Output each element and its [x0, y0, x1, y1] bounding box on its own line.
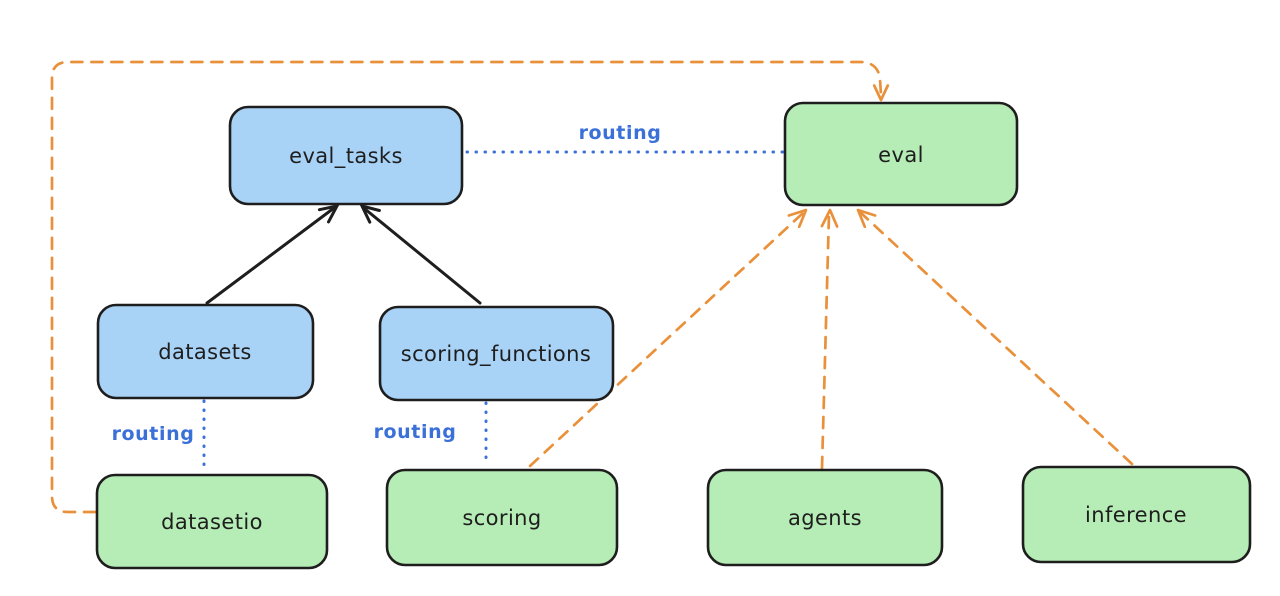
node-agents: agents: [706, 468, 944, 567]
node-inference-box: [1021, 465, 1252, 564]
node-datasetio-box: [95, 473, 329, 570]
node-datasetio: datasetio: [95, 473, 329, 570]
node-eval-tasks-label: eval_tasks: [289, 144, 403, 169]
edge-inference-to-eval: [859, 211, 1134, 466]
arrowhead-agents-eval-icon: [820, 208, 839, 228]
edge-datasetio-to-eval-loop: [50, 60, 883, 514]
node-datasets-label: datasets: [158, 340, 252, 364]
edge-datasets-to-eval-tasks: [205, 206, 336, 305]
node-eval-box: [783, 101, 1019, 207]
arrowhead-inference-eval-icon: [856, 208, 877, 229]
node-eval: eval: [783, 101, 1019, 207]
arrowhead-eval-top-icon: [872, 84, 890, 102]
edge-scoring-to-eval: [528, 211, 805, 468]
node-scoring-functions: scoring_functions: [378, 305, 615, 402]
edge-label-routing-datasets: routing: [112, 423, 195, 445]
node-scoring-label: scoring: [462, 506, 541, 530]
node-inference-label: inference: [1085, 503, 1187, 527]
node-scoring-functions-label: scoring_functions: [401, 342, 591, 367]
node-agents-box: [706, 468, 944, 567]
node-datasets: datasets: [96, 303, 315, 400]
node-datasets-box: [96, 303, 315, 400]
edge-scoring-functions-to-eval-tasks: [363, 207, 482, 305]
node-scoring-box: [385, 468, 619, 567]
arrowhead-scoring-functions-eval-tasks-icon: [359, 203, 381, 224]
node-datasetio-label: datasetio: [161, 510, 263, 534]
edge-label-routing-scoring-functions: routing: [374, 421, 457, 443]
node-scoring-functions-box: [378, 305, 615, 402]
node-eval-label: eval: [878, 143, 924, 167]
node-agents-label: agents: [788, 506, 862, 530]
node-scoring: scoring: [385, 468, 619, 567]
node-inference: inference: [1021, 465, 1252, 564]
edge-label-routing-top: routing: [579, 122, 662, 144]
node-eval-tasks: eval_tasks: [228, 105, 464, 206]
node-eval-tasks-box: [228, 105, 464, 206]
arrowhead-datasets-eval-tasks-icon: [317, 203, 340, 224]
arrowhead-scoring-eval-icon: [787, 208, 808, 229]
edge-agents-to-eval: [820, 212, 831, 470]
